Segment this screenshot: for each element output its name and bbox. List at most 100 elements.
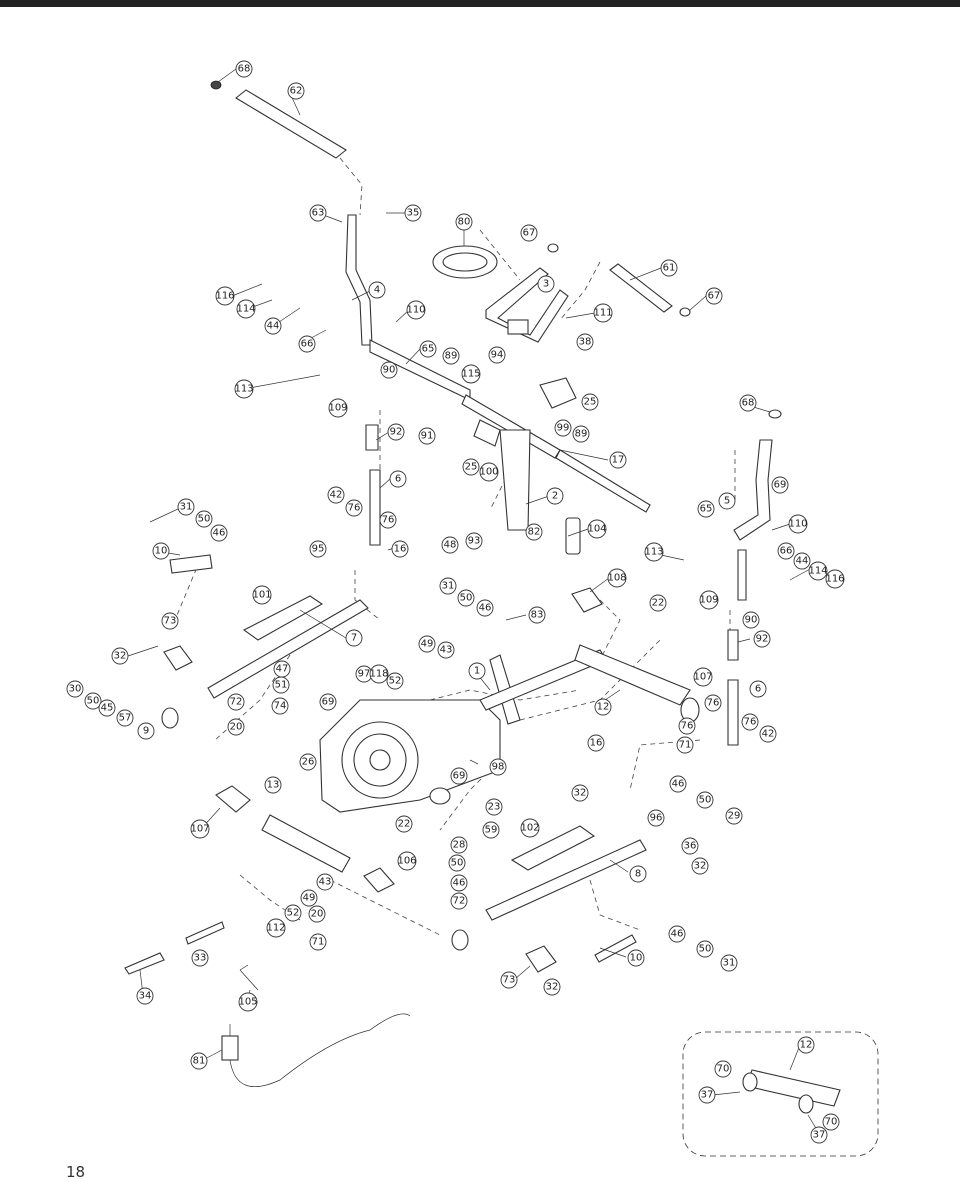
part-callout: 50 — [696, 791, 714, 809]
part-callout-label: 105 — [238, 997, 257, 1008]
part-callout-label: 52 — [389, 676, 402, 687]
part-callout-label: 92 — [390, 427, 403, 438]
part-callout-label: 67 — [708, 291, 721, 302]
part-callout: 101 — [252, 585, 272, 605]
page-top-rule — [0, 0, 960, 7]
part-callout-label: 50 — [198, 514, 211, 525]
part-callout: 89 — [442, 347, 460, 365]
part-callout: 118 — [369, 664, 389, 684]
part-callout: 8 — [629, 865, 647, 883]
part-callout-label: 72 — [453, 896, 466, 907]
part-callout: 50 — [195, 510, 213, 528]
part-callout: 57 — [116, 709, 134, 727]
part-callout-label: 70 — [717, 1064, 730, 1075]
part-callout: 111 — [593, 303, 613, 323]
part-callout: 116 — [215, 286, 235, 306]
part-callout-label: 101 — [252, 590, 271, 601]
part-callout: 113 — [644, 542, 664, 562]
part-callout-label: 50 — [460, 593, 473, 604]
part-callout-label: 68 — [238, 64, 251, 75]
part-callout: 74 — [271, 697, 289, 715]
part-callout-label: 16 — [590, 738, 603, 749]
part-callout-label: 23 — [488, 802, 501, 813]
part-callout-label: 71 — [679, 740, 692, 751]
part-callout-label: 89 — [445, 351, 458, 362]
part-callout-label: 70 — [825, 1117, 838, 1128]
part-callout-label: 35 — [407, 208, 420, 219]
part-callout-label: 51 — [275, 680, 288, 691]
part-callout-label: 107 — [190, 824, 209, 835]
page-number: 18 — [66, 1163, 86, 1181]
part-callout-label: 66 — [301, 339, 314, 350]
part-callout: 51 — [272, 676, 290, 694]
part-callout: 46 — [450, 874, 468, 892]
part-callout-label: 38 — [579, 337, 592, 348]
part-callout: 6 — [749, 680, 767, 698]
part-callout-label: 32 — [546, 982, 559, 993]
part-callout: 59 — [482, 821, 500, 839]
part-callout: 42 — [759, 725, 777, 743]
part-callout-label: 97 — [358, 669, 371, 680]
part-callout-label: 67 — [523, 228, 536, 239]
part-callout-label: 13 — [267, 780, 280, 791]
part-callout: 76 — [704, 694, 722, 712]
part-callout: 36 — [681, 837, 699, 855]
part-callout: 47 — [273, 660, 291, 678]
part-callout: 52 — [386, 672, 404, 690]
part-callout-label: 30 — [69, 684, 82, 695]
part-callout-label: 50 — [699, 944, 712, 955]
part-callout: 81 — [190, 1052, 208, 1070]
part-callout-label: 1 — [474, 666, 480, 677]
part-callout: 99 — [554, 419, 572, 437]
part-callout: 72 — [450, 892, 468, 910]
part-callout: 32 — [571, 784, 589, 802]
part-callout: 26 — [299, 753, 317, 771]
part-callout-label: 26 — [302, 757, 315, 768]
part-callout-label: 6 — [755, 684, 761, 695]
part-callout-label: 7 — [351, 633, 357, 644]
part-callout-label: 28 — [453, 840, 466, 851]
part-callout-label: 90 — [745, 615, 758, 626]
part-callout: 69 — [450, 767, 468, 785]
part-callout-label: 25 — [584, 397, 597, 408]
part-callout: 109 — [328, 398, 348, 418]
part-callout-label: 20 — [230, 722, 243, 733]
part-callout: 93 — [465, 532, 483, 550]
part-callout: 114 — [236, 299, 256, 319]
part-callout: 10 — [627, 949, 645, 967]
part-callout: 68 — [235, 60, 253, 78]
part-callout: 3 — [537, 275, 555, 293]
part-callout: 25 — [581, 393, 599, 411]
part-callout: 12 — [797, 1036, 815, 1054]
part-callout: 62 — [287, 82, 305, 100]
part-callout-label: 16 — [394, 544, 407, 555]
part-callout-label: 68 — [742, 398, 755, 409]
part-callout-label: 6 — [395, 474, 401, 485]
part-callout-label: 22 — [652, 598, 665, 609]
part-callout-label: 90 — [383, 365, 396, 376]
part-callout-label: 112 — [266, 923, 285, 934]
part-callout: 50 — [84, 692, 102, 710]
part-callout: 33 — [191, 949, 209, 967]
part-callout: 76 — [379, 511, 397, 529]
part-callout: 12 — [594, 698, 612, 716]
part-callout: 32 — [691, 857, 709, 875]
part-callout: 46 — [668, 925, 686, 943]
part-callout-label: 46 — [213, 528, 226, 539]
part-callout-label: 116 — [825, 574, 844, 585]
part-callout: 66 — [298, 335, 316, 353]
part-callout-label: 73 — [503, 975, 516, 986]
console — [432, 245, 529, 335]
part-callout-label: 89 — [575, 429, 588, 440]
part-callout-label: 42 — [762, 729, 775, 740]
part-callout: 100 — [479, 462, 499, 482]
part-callout-label: 32 — [114, 651, 127, 662]
part-callout: 76 — [741, 713, 759, 731]
part-callout-label: 96 — [650, 813, 663, 824]
part-callout: 110 — [406, 300, 426, 320]
part-callout-label: 118 — [369, 669, 388, 680]
part-callout-label: 34 — [139, 991, 152, 1002]
part-callout: 5 — [718, 492, 736, 510]
part-callout: 20 — [227, 718, 245, 736]
part-callout: 63 — [309, 204, 327, 222]
